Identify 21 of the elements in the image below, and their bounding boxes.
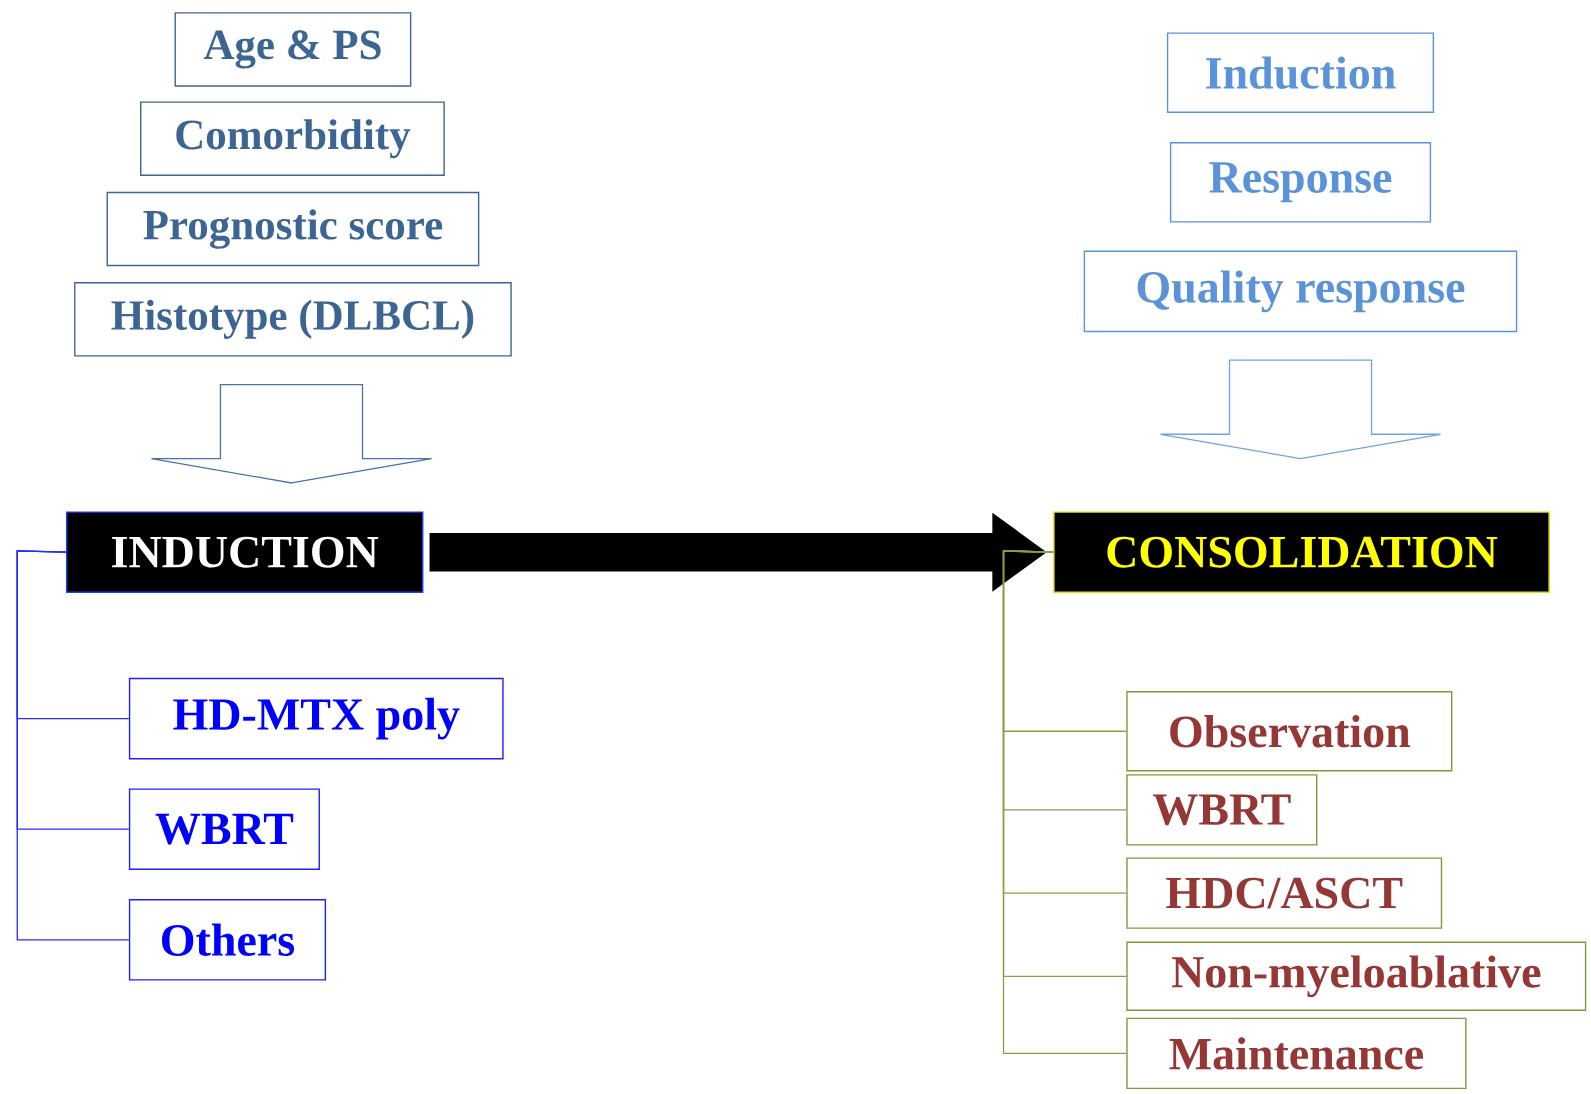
option-box: WBRT [128,788,320,871]
option-box: WBRT [1126,774,1318,846]
criteria-box: Quality response [1083,250,1518,333]
criteria-box: Comorbidity [140,101,445,177]
criteria-box: Age & PS [174,12,412,87]
option-box: Observation [1126,691,1453,772]
phase-box: INDUCTION [65,511,424,594]
phase-box: CONSOLIDATION [1053,511,1550,594]
block-arrow [150,384,433,484]
option-box: Others [128,899,327,981]
tree-connector [16,550,130,941]
option-box: Maintenance [1126,1017,1467,1090]
criteria-box: Histotype (DLBCL) [74,282,512,357]
criteria-box: Response [1169,142,1432,223]
criteria-box: Induction [1166,32,1435,114]
option-box: HDC/ASCT [1126,857,1443,929]
option-box: Non-myeloablative [1126,941,1587,1012]
option-box: HD-MTX poly [128,677,504,760]
criteria-box: Prognostic score [106,191,480,267]
tree-connector [1002,550,1127,1055]
block-arrow [1159,359,1442,460]
